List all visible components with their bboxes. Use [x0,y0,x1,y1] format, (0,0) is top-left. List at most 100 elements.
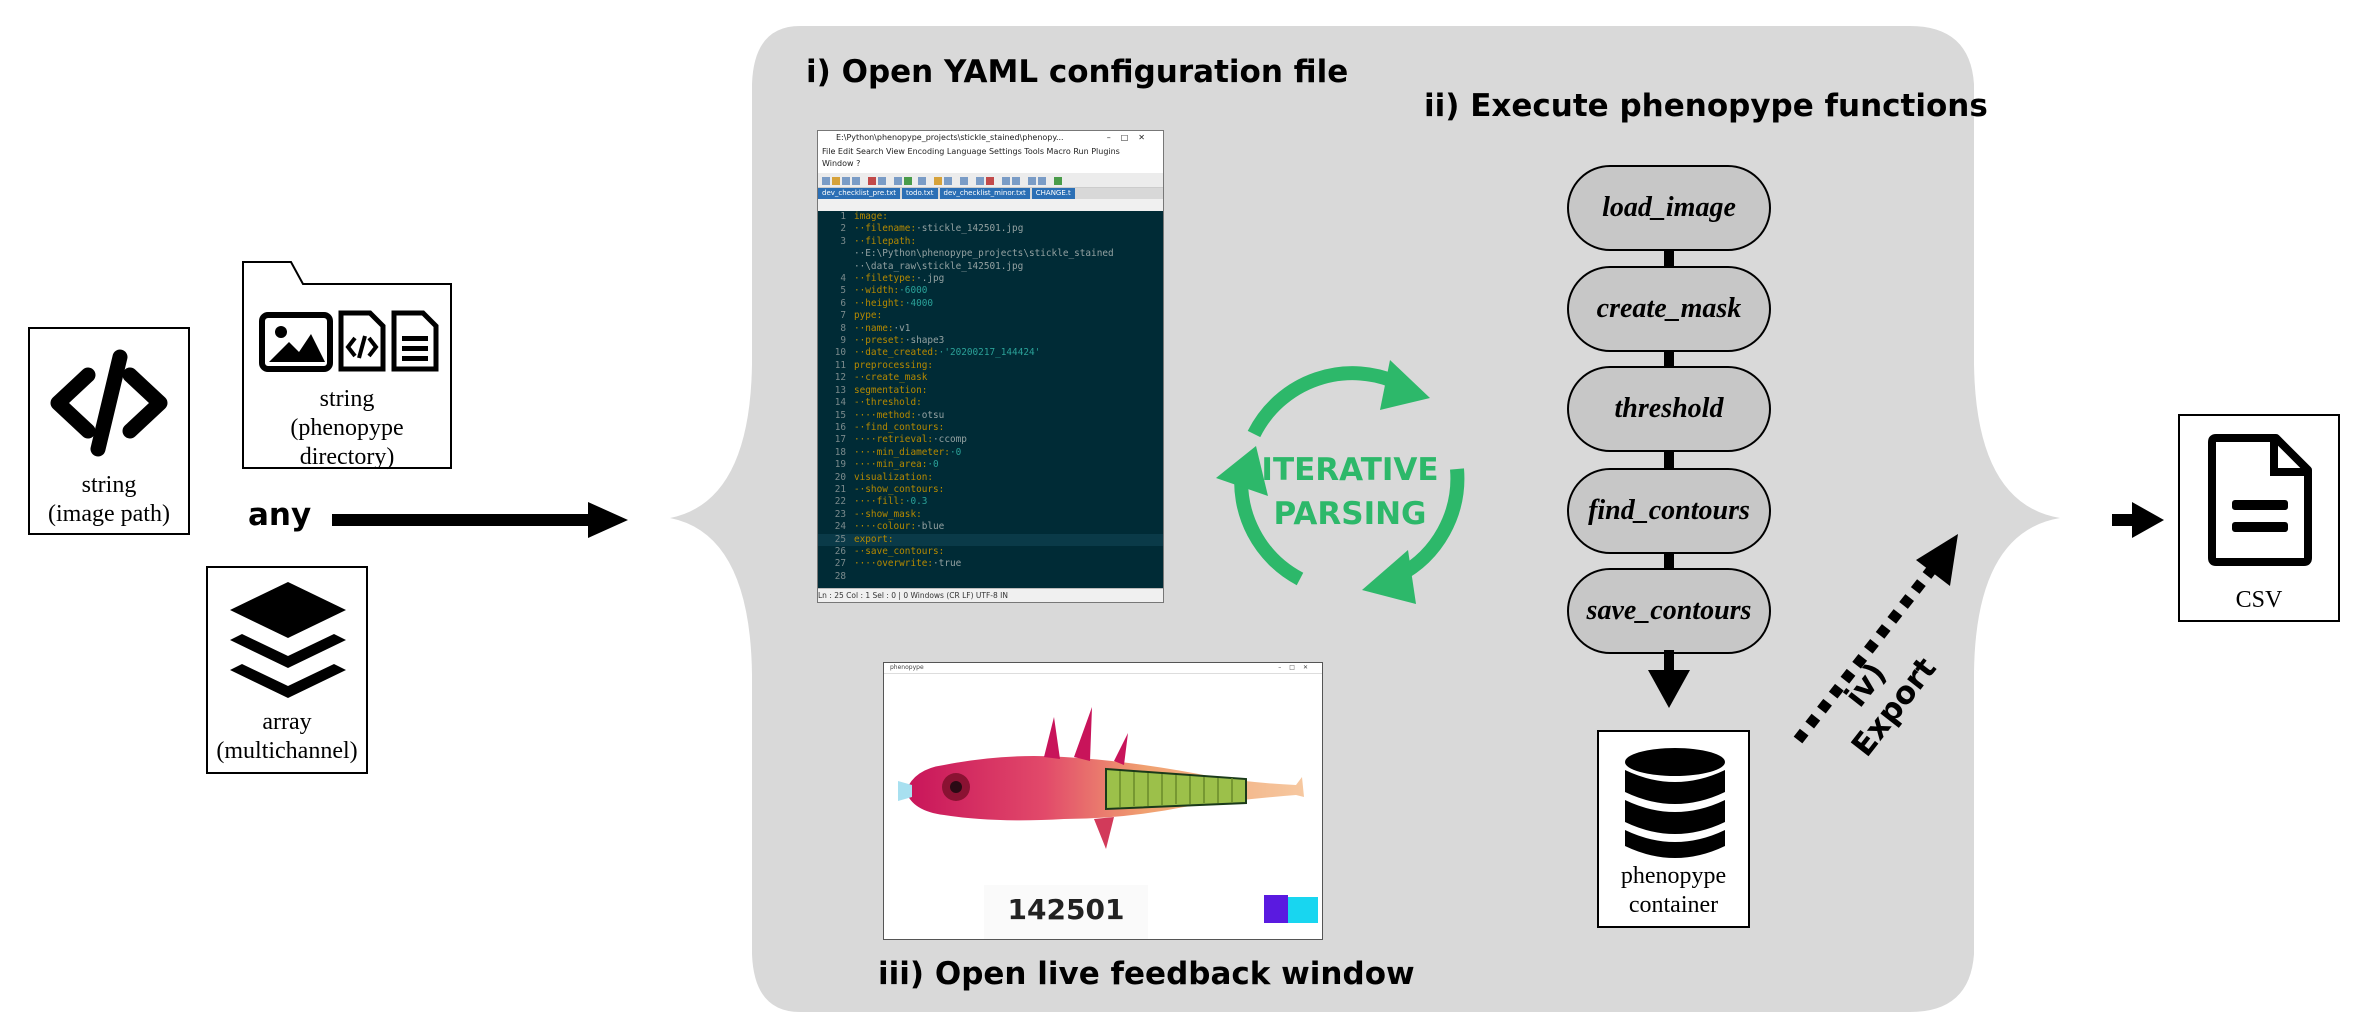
line-number: 5 [840,285,846,297]
line-number: 26 [834,545,846,557]
yaml-value: ·6000 [899,285,928,297]
yaml-key: -·show_contours: [854,483,945,495]
yaml-key: -·show_mask: [854,508,922,520]
text-file-icon [391,310,439,372]
window-controls-icon: –□✕ [1106,133,1155,142]
function-threshold: threshold [1567,366,1771,452]
yaml-value: ·ccomp [933,434,967,446]
step1-heading: i) Open YAML configuration file [806,54,1349,90]
code-line: 10··date_created:·'20200217_144424' [818,347,1163,359]
any-label: any [248,497,312,533]
function-create-mask: create_mask [1567,266,1771,352]
line-number: 12 [834,372,846,384]
yaml-key: ··filepath: [854,235,917,247]
line-number: 9 [840,335,846,347]
editor-title-bar: E:\Python\phenopype_projects\stickle_sta… [818,131,1163,145]
feedback-window-controls-icon: –□✕ [1278,664,1316,671]
yaml-key: segmentation: [854,384,928,396]
line-number: 10 [834,347,846,359]
line-number: 16 [834,421,846,433]
yaml-key: ··filetype: [854,273,917,285]
line-number: 7 [840,310,846,322]
directory-input: string (phenopype directory) [241,260,453,470]
code-line: 5 ··width:·6000 [818,285,1163,297]
image-file-icon [259,312,333,372]
database-icon [1625,748,1725,858]
yaml-key: ····min_area: [854,459,928,471]
code-line: 2··filename:·stickle_142501.jpg [818,223,1163,235]
code-line: 27 ····overwrite:·true [818,558,1163,570]
yaml-key: -·save_contours: [854,545,945,557]
line-number: 27 [834,558,846,570]
yaml-key: ··preset: [854,335,905,347]
code-line: 26 -·save_contours: [818,546,1163,558]
code-file-icon [338,310,386,372]
editor-tab: dev_checklist_pre.txt [818,188,900,199]
yaml-value: ··\data_raw\stickle_142501.jpg [854,260,1024,272]
code-line: 21-·show_contours: [818,484,1163,496]
code-line: 9··preset:·shape3 [818,335,1163,347]
yaml-key: visualization: [854,471,934,483]
code-line: 4··filetype:·.jpg [818,273,1163,285]
line-number: 11 [834,359,846,371]
yaml-key: ··width: [854,285,900,297]
editor-tab: dev_checklist_minor.txt [939,188,1030,199]
image-path-caption: string (image path) [48,472,170,527]
yaml-key: -·threshold: [854,397,922,409]
line-number: 8 [840,322,846,334]
code-line: ··E:\Python\phenopype_projects\stickle_s… [818,248,1163,260]
csv-output-box: CSV [2178,414,2340,622]
step3-heading: iii) Open live feedback window [878,956,1415,992]
function-save-contours: save_contours [1567,568,1771,654]
export-arrow [1793,534,1958,744]
yaml-key: ····method: [854,409,917,421]
iterative-parsing-cycle-icon [1216,360,1465,604]
code-line: 22····fill:·0.3 [818,496,1163,508]
line-number: 23 [834,508,846,520]
yaml-key: ··height: [854,297,905,309]
step2-heading: ii) Execute phenopype functions [1424,88,1988,124]
yaml-value: ·otsu [916,409,945,421]
cycle-label: ITERATIVE PARSING [1240,448,1460,536]
yaml-value: ·v1 [893,322,911,334]
line-number: 14 [834,397,846,409]
editor-tab: CHANGE.t [1031,188,1075,199]
code-line: 19····min_area:·0 [818,459,1163,471]
output-arrow [2112,502,2164,538]
array-caption: array (multichannel) [216,709,358,764]
yaml-value: ·true [933,558,962,570]
yaml-key: ····overwrite: [854,558,934,570]
editor-menu-bar: File Edit Search View Encoding Language … [818,145,1163,173]
code-line: 17····retrieval:·ccomp [818,434,1163,446]
yaml-value: ·blue [916,521,945,533]
editor-tab: todo.txt [902,188,938,199]
line-number: 4 [840,273,846,285]
yaml-key: ··date_created: [854,347,939,359]
yaml-value: ··E:\Python\phenopype_projects\stickle_s… [854,248,1114,260]
code-icon [50,349,168,457]
code-line: 6··height:·4000 [818,298,1163,310]
yaml-key: -·create_mask [854,372,928,384]
code-line: 28 [818,571,1163,583]
color-card-purple [1264,895,1288,923]
yaml-key: ····retrieval: [854,434,934,446]
line-number: 22 [834,496,846,508]
color-card-cyan [1288,897,1318,923]
yaml-key: ····colour: [854,521,917,533]
directory-caption: string (phenopype directory) [290,386,404,470]
line-number: 18 [834,446,846,458]
pipeline-down-arrow [1648,650,1690,708]
code-line: 16-·find_contours: [818,422,1163,434]
yaml-value: ·4000 [904,297,934,309]
container-caption: phenopype container [1620,863,1727,918]
toolbar-icons [822,177,1062,185]
stained-fish-image [898,707,1304,849]
editor-toolbar [818,173,1163,188]
yaml-key: ··filename: [854,223,917,235]
